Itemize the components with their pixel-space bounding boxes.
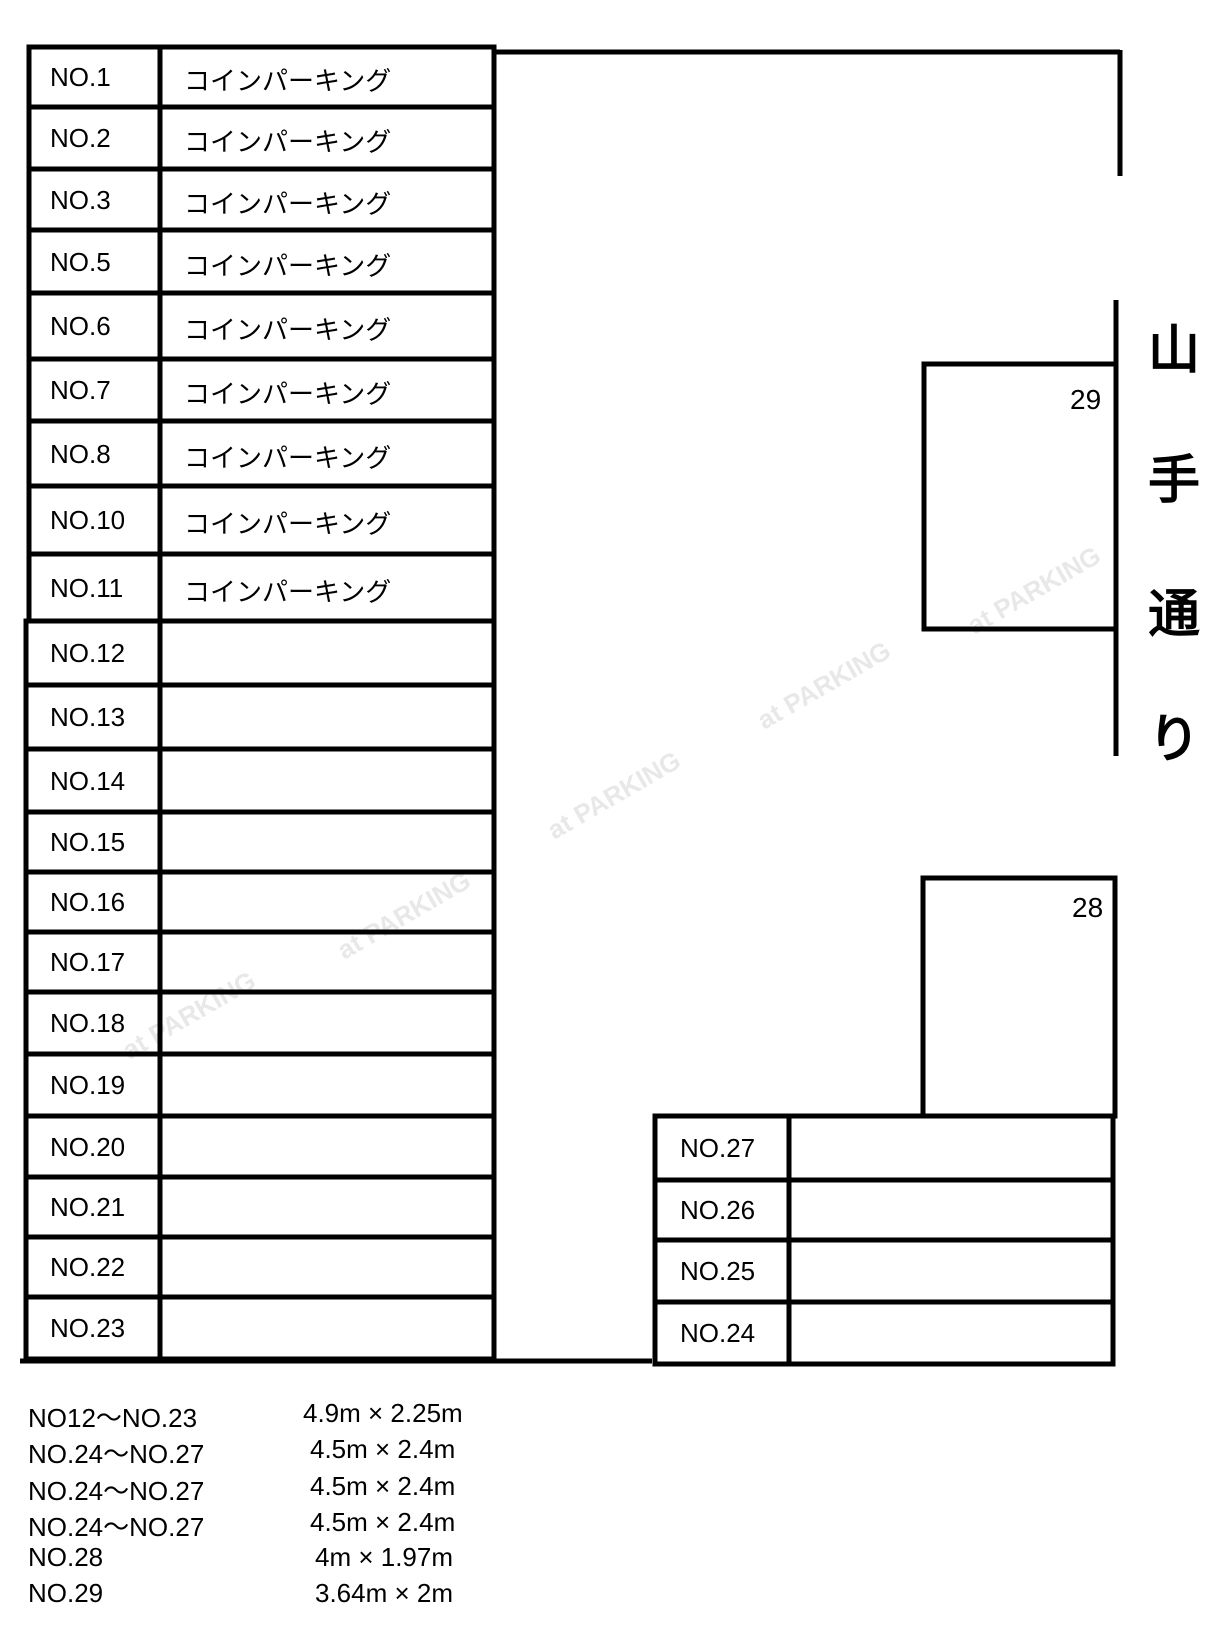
space-label: NO.20 bbox=[50, 1131, 126, 1162]
space-label: NO.8 bbox=[50, 438, 111, 469]
legend-range: NO.28 bbox=[28, 1542, 104, 1572]
space-name: コインパーキング bbox=[184, 188, 392, 219]
space-name: コインパーキング bbox=[184, 509, 392, 539]
space-label: NO.5 bbox=[50, 246, 111, 277]
legend-range: NO.24～NO.27 bbox=[28, 1476, 205, 1506]
legend-range: NO.29 bbox=[28, 1578, 104, 1608]
space-label: NO.16 bbox=[50, 887, 126, 917]
legend-range: NO12～NO.23 bbox=[28, 1403, 198, 1433]
space-label: NO.10 bbox=[50, 505, 126, 535]
road-name-char: 山 bbox=[1148, 322, 1201, 380]
space-name: コインパーキング bbox=[184, 250, 392, 281]
legend-size: 4m × 1.97m bbox=[315, 1542, 454, 1572]
space-label: NO.22 bbox=[50, 1252, 126, 1282]
space-name: コインパーキング bbox=[184, 379, 392, 409]
road-name-char: り bbox=[1148, 711, 1201, 769]
legend-range: NO.24～NO.27 bbox=[28, 1512, 205, 1542]
space-name: コインパーキング bbox=[184, 315, 392, 345]
space-29-box bbox=[921, 361, 1119, 632]
space-label: NO.6 bbox=[50, 311, 111, 341]
space-label: NO.13 bbox=[50, 702, 126, 732]
road-name-char: 通 bbox=[1148, 586, 1201, 644]
legend-range: NO.24～NO.27 bbox=[28, 1439, 205, 1469]
space-name: コインパーキング bbox=[184, 66, 392, 96]
road-name-char: 手 bbox=[1148, 452, 1201, 510]
space-29-label: 29 bbox=[1070, 384, 1102, 415]
space-name: コインパーキング bbox=[184, 127, 392, 157]
space-label: NO.15 bbox=[50, 827, 126, 857]
space-label: NO.26 bbox=[680, 1195, 756, 1225]
space-label: NO.25 bbox=[680, 1256, 756, 1286]
space-28-label: 28 bbox=[1072, 892, 1104, 923]
space-label: NO.3 bbox=[50, 184, 111, 215]
space-name: コインパーキング bbox=[184, 576, 392, 607]
legend-size: 4.9m × 2.25m bbox=[303, 1398, 463, 1428]
legend-size: 3.64m × 2m bbox=[315, 1578, 454, 1608]
space-label: NO.27 bbox=[680, 1133, 756, 1163]
space-label: NO.7 bbox=[50, 375, 111, 405]
space-label: NO.17 bbox=[50, 947, 126, 977]
space-label: NO.12 bbox=[50, 638, 126, 668]
space-label: NO.24 bbox=[680, 1318, 756, 1348]
legend-size: 4.5m × 2.4m bbox=[310, 1434, 456, 1464]
parking-space-right bbox=[652, 1299, 1116, 1367]
space-name: コインパーキング bbox=[184, 442, 392, 473]
space-28-box bbox=[920, 875, 1118, 1119]
space-label: NO.19 bbox=[50, 1070, 126, 1100]
space-label: NO.21 bbox=[50, 1192, 126, 1222]
space-label: NO.23 bbox=[50, 1313, 126, 1343]
space-label: NO.14 bbox=[50, 765, 126, 796]
space-label: NO.18 bbox=[50, 1008, 126, 1038]
legend-size: 4.5m × 2.4m bbox=[310, 1471, 456, 1501]
space-label: NO.11 bbox=[50, 572, 124, 603]
space-label: NO.2 bbox=[50, 123, 111, 153]
legend-size: 4.5m × 2.4m bbox=[310, 1507, 456, 1537]
space-label: NO.1 bbox=[50, 62, 111, 92]
